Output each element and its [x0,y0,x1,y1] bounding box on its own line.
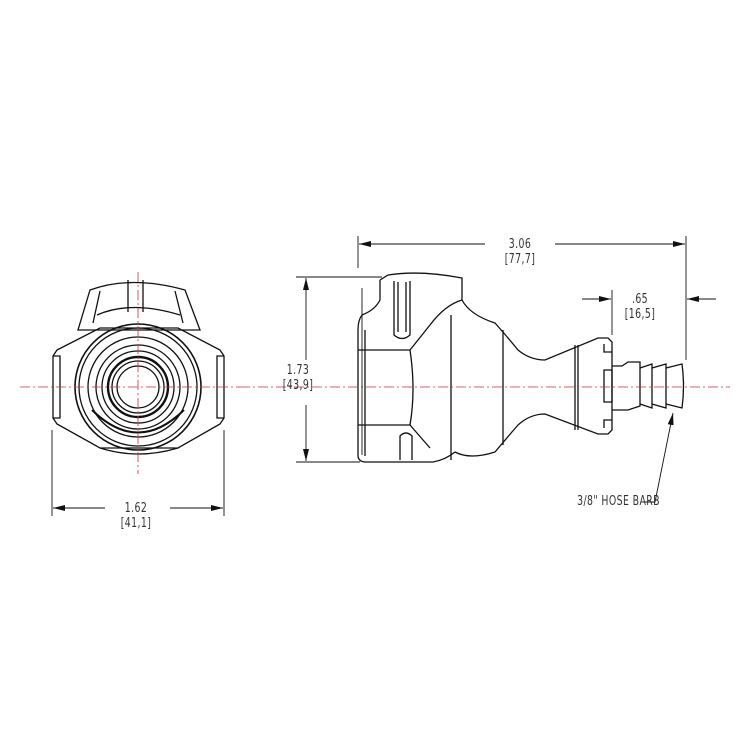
hose-barb-leader [644,412,674,503]
barb-dimension [582,290,716,335]
end-view-centerline [20,272,240,474]
length-dimension [357,236,687,360]
height-inch: 1.73 [286,363,310,378]
end-width-mm: [41,1] [120,516,152,531]
barb-inch: .65 [631,292,649,307]
end-width-label: 1.62 [41,1] [104,501,168,531]
barb-mm: [16,5] [624,307,656,322]
end-width-inch: 1.62 [124,501,148,516]
height-mm: [43,9] [282,378,314,393]
hose-barb-callout: 3/8" HOSE BARB [577,494,660,509]
length-inch: 3.06 [508,237,532,252]
end-view [52,280,225,455]
height-label: 1.73 [43,9] [266,363,330,393]
end-width-dimension [51,430,225,516]
length-label: 3.06 [77,7] [488,237,552,267]
length-mm: [77,7] [504,252,536,267]
barb-length-label: .65 [16,5] [616,292,664,322]
height-dimension [296,276,382,463]
side-view [357,272,685,463]
